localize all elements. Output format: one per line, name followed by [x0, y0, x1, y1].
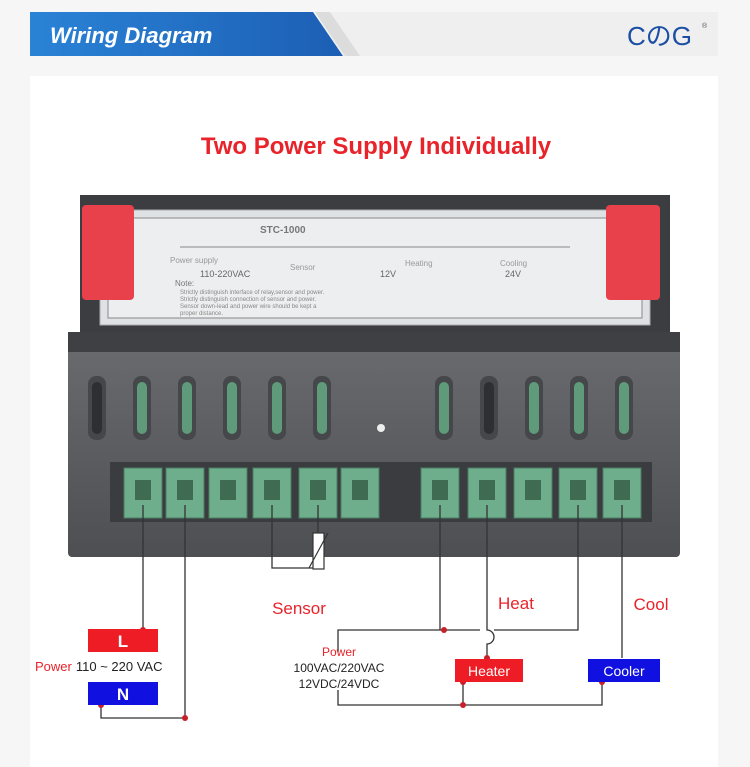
banner-divider — [315, 12, 360, 56]
neutral-terminal-box — [88, 682, 158, 705]
brand-registered-mark: ® — [702, 22, 708, 30]
vent-slot-inner — [317, 382, 327, 434]
terminal-screw — [570, 480, 586, 500]
device-power-supply-label: Power supply — [170, 256, 218, 265]
load-power-title: Power — [322, 645, 356, 659]
terminal-blocks — [123, 467, 642, 519]
indicator-dot — [377, 424, 385, 432]
device-option-12v: 12V — [380, 269, 396, 279]
terminal-screw — [177, 480, 193, 500]
thermostat-device: STC-1000 Power supply Sensor Heating Coo… — [68, 195, 680, 557]
cooler-label: Cooler — [603, 663, 645, 679]
device-option-110-220: 110-220VAC — [200, 269, 251, 279]
load-power-ac: 100VAC/220VAC — [294, 661, 385, 675]
banner-strip — [320, 12, 718, 56]
terminal-screw — [310, 480, 326, 500]
terminal-screw — [432, 480, 448, 500]
neutral-label: N — [117, 685, 129, 704]
vent-slot-inner — [182, 382, 192, 434]
terminal-screw — [220, 480, 236, 500]
heat-label: Heat — [498, 594, 534, 613]
load-power-dc: 12VDC/24VDC — [299, 677, 380, 691]
sensor-label: Sensor — [272, 599, 326, 618]
banner-title-bg — [30, 12, 343, 56]
vent-slot-inner — [92, 382, 102, 434]
wires — [100, 505, 623, 719]
cooler-box — [588, 659, 660, 682]
banner-title: Wiring Diagram — [50, 23, 212, 48]
terminal-screw — [135, 480, 151, 500]
vent-slot-inner — [484, 382, 494, 434]
live-label: L — [118, 632, 128, 651]
device-note-line: Strictly distinguish interface of relay,… — [180, 290, 325, 296]
terminal-screw — [264, 480, 280, 500]
vent-slot-inner — [137, 382, 147, 434]
left-clip — [82, 205, 134, 300]
vent-slot-inner — [272, 382, 282, 434]
device-model-label: STC-1000 — [260, 225, 306, 236]
vent-slots — [88, 376, 633, 440]
device-note-line: Sensor down-lead and power wire should b… — [180, 304, 317, 310]
main-power-prefix: Power — [35, 659, 73, 674]
device-sensor-label: Sensor — [290, 263, 316, 272]
heater-label: Heater — [468, 663, 510, 679]
terminal-screw — [614, 480, 630, 500]
device-note-line: Strictly distinguish connection of senso… — [180, 297, 316, 303]
vent-slot-inner — [439, 382, 449, 434]
device-note-title: Note: — [175, 279, 194, 288]
vent-slot-inner — [619, 382, 629, 434]
device-heating-label: Heating — [405, 259, 433, 268]
thermistor-slash — [308, 532, 329, 569]
right-clip — [606, 205, 660, 300]
terminal-screw — [525, 480, 541, 500]
vent-slot-inner — [529, 382, 539, 434]
main-power-voltage: 110 ~ 220 VAC — [76, 659, 163, 674]
device-body — [68, 332, 680, 557]
page-title: Two Power Supply Individually — [201, 133, 552, 160]
vent-slot-inner — [227, 382, 237, 434]
device-note-line: proper distance. — [180, 311, 223, 317]
terminal-screw — [352, 480, 368, 500]
brand-logo: CのG — [627, 21, 692, 51]
device-cooling-label: Cooling — [500, 259, 527, 268]
heater-box — [455, 659, 523, 682]
device-option-24v: 24V — [505, 269, 521, 279]
vent-slot-inner — [574, 382, 584, 434]
terminal-screw — [479, 480, 495, 500]
live-terminal-box — [88, 629, 158, 652]
cool-label: Cool — [634, 595, 669, 614]
